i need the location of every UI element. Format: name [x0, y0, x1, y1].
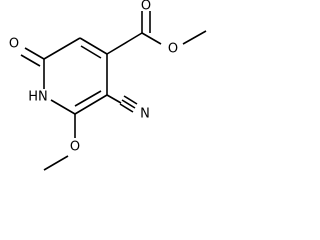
bond-c3-c4-double [80, 45, 102, 59]
bond-cn-triple-a [121, 99, 136, 109]
bond-c2-o [24, 47, 45, 60]
bond-c4-carbonyl [106, 32, 143, 55]
bond-c3-c4 [79, 37, 108, 55]
atom-label-nh: HN [28, 90, 48, 105]
methyl-ester-group [106, 11, 207, 55]
bond-c2-c3 [43, 37, 81, 60]
bond-c2-o-double [20, 54, 41, 67]
pyridinone-ring [43, 37, 108, 115]
keto-group [20, 47, 45, 67]
bond-carbonyl-ether-o [141, 32, 162, 45]
atom-label-carbonyl-o: O [141, 0, 151, 14]
bond-o-methyl [43, 155, 69, 171]
methoxy-group [43, 114, 76, 171]
chemical-structure: HN O O O O N [9, 0, 207, 171]
bond-cn-triple-b [119, 103, 134, 113]
atom-label-nitrile-n: N [140, 107, 150, 122]
atom-label-keto-o: O [9, 37, 19, 52]
atom-label-methoxy-o: O [70, 140, 80, 155]
nitrile-group [106, 94, 138, 113]
bond-c6-n1 [50, 99, 76, 115]
bond-cn-triple-c [123, 95, 138, 105]
bond-c5-c6-double [74, 90, 102, 107]
bond-c5-cn [106, 94, 122, 104]
bond-ether-o-methyl [182, 30, 207, 45]
atom-label-ether-o: O [168, 42, 178, 57]
bond-c5-c6 [74, 94, 108, 115]
